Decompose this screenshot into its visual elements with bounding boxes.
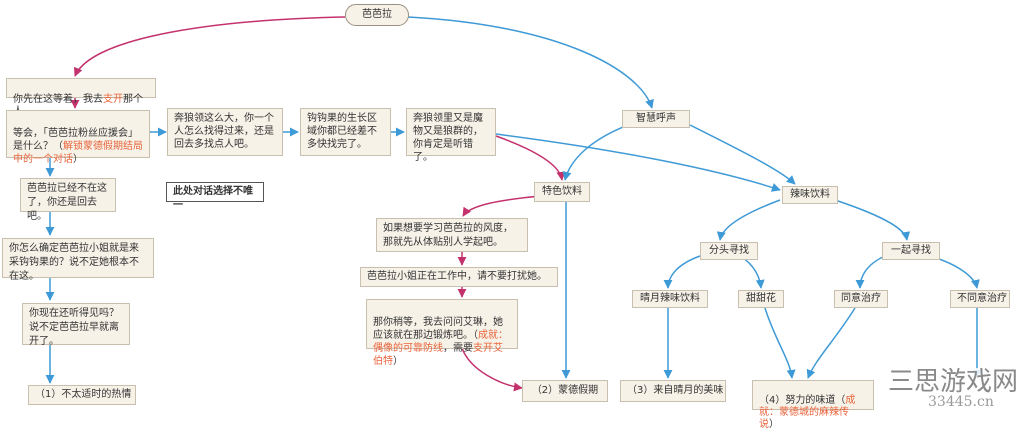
watermark-title: 三思游戏网 — [884, 368, 1023, 396]
choice-ask-text-mid: ，需要 — [443, 343, 473, 354]
choice-sweet-flower: 甜甜花 — [738, 290, 784, 308]
choice-monster: 奔狼领里又是魔物又是狼群的，你肯定是听错了。 — [406, 108, 496, 163]
wire-call-spicy — [689, 124, 796, 185]
wire-ask-end2 — [461, 347, 523, 392]
choice-sure: 你怎么确定芭芭拉小姐就是来采钩钩果的？说不定她根本不在这。 — [2, 238, 154, 282]
flow-connectors — [45, 16, 982, 392]
choice-fan-club-text-b: ） — [73, 154, 83, 165]
choice-ask-highlight: 支开艾伯特 — [373, 343, 503, 367]
choice-ask-text-b: ） — [393, 356, 403, 367]
wire-monster-spicy — [495, 133, 781, 192]
choice-call: 智慧呼声 — [622, 110, 690, 128]
choice-busy: 芭芭拉小姐正在工作中，请不要打扰她。 — [360, 267, 558, 287]
choice-fan-club: 等会，「芭芭拉粉丝应援会」是什么？（解锁蒙德假期结局中的一个对话） — [6, 110, 150, 165]
start-node: 芭芭拉 — [345, 4, 409, 26]
wire-start-wait — [73, 16, 346, 77]
choice-learn: 如果想要学习芭芭拉的风度，那就先从体贴别人学起吧。 — [376, 218, 528, 252]
choice-wolf-big: 奔狼领这么大，你一个人怎么找得过来，还是回去多找点人吧。 — [167, 108, 283, 156]
wire-split-sweet — [739, 255, 765, 289]
wire-together-agree — [855, 255, 886, 289]
choice-search-together: 一起寻找 — [882, 242, 940, 260]
choice-moon-drink: 晴月辣味饮料 — [632, 290, 708, 308]
wire-together-disagree — [929, 255, 980, 289]
wire-start-call — [407, 16, 654, 109]
wire-call-special — [562, 124, 629, 181]
ending-2: （2）蒙德假期 — [522, 380, 608, 402]
choice-agree-treat: 同意治疗 — [834, 290, 888, 308]
choice-berry: 钩钩果的生长区域你都已经差不多快找完了。 — [300, 108, 391, 156]
choice-special-drink: 特色饮料 — [534, 182, 590, 202]
choice-ask-achievement: 成就：偶像的可靠防线 — [373, 330, 508, 354]
ending-1: （1）不太适时的热情 — [28, 385, 136, 405]
note-multiple-choices: 此处对话选择不唯一 — [166, 182, 264, 211]
ending-4-text-a: （4）努力的味道（ — [759, 395, 846, 406]
ending-4-text-b: ） — [769, 419, 779, 430]
ending-3: （3）来自晴月的美味 — [620, 380, 726, 402]
wire-special-learn — [462, 195, 541, 217]
choice-ask-irene: 那你稍等，我去问问艾琳，她应该就在那边锻炼吧。（成就：偶像的可靠防线，需要支开艾… — [366, 299, 518, 367]
choice-spicy-drink: 辣味饮料 — [782, 186, 838, 204]
choice-disagree-treat: 不同意治疗 — [950, 290, 1010, 308]
choice-wait-text-a: 你先在这等着，我去 — [13, 94, 103, 105]
wire-spicy-split — [716, 199, 781, 241]
choice-fan-club-text-a: 等会，「芭芭拉粉丝应援会」是什么？（ — [13, 128, 138, 152]
choice-wait: 你先在这等着，我去支开那个人 — [6, 78, 156, 117]
wire-spicy-together — [834, 199, 911, 241]
watermark-domain: 33445.cn — [928, 394, 994, 410]
choice-fan-club-highlight: 解锁蒙德假期结局中的一个对话 — [13, 141, 143, 165]
choice-wait-highlight: 支开 — [103, 94, 123, 105]
wire-monster-special — [495, 135, 566, 181]
choice-split-search: 分头寻找 — [700, 242, 758, 260]
ending-4: （4）努力的味道（成就：蒙德城的麻辣传说） — [752, 380, 874, 430]
choice-heard: 你现在还听得见吗？说不定芭芭拉早就离开了。 — [22, 303, 130, 347]
wire-split-moon — [663, 255, 701, 289]
choice-ask-text-a: 那你稍等，我去问问艾琳，她应该就在那边锻炼吧。（ — [373, 317, 503, 341]
choice-gone: 芭芭拉已经不在这了，你还是回去吧。 — [20, 178, 116, 222]
wire-agree-end4 — [806, 307, 856, 379]
wire-sweet-end4 — [764, 307, 796, 379]
